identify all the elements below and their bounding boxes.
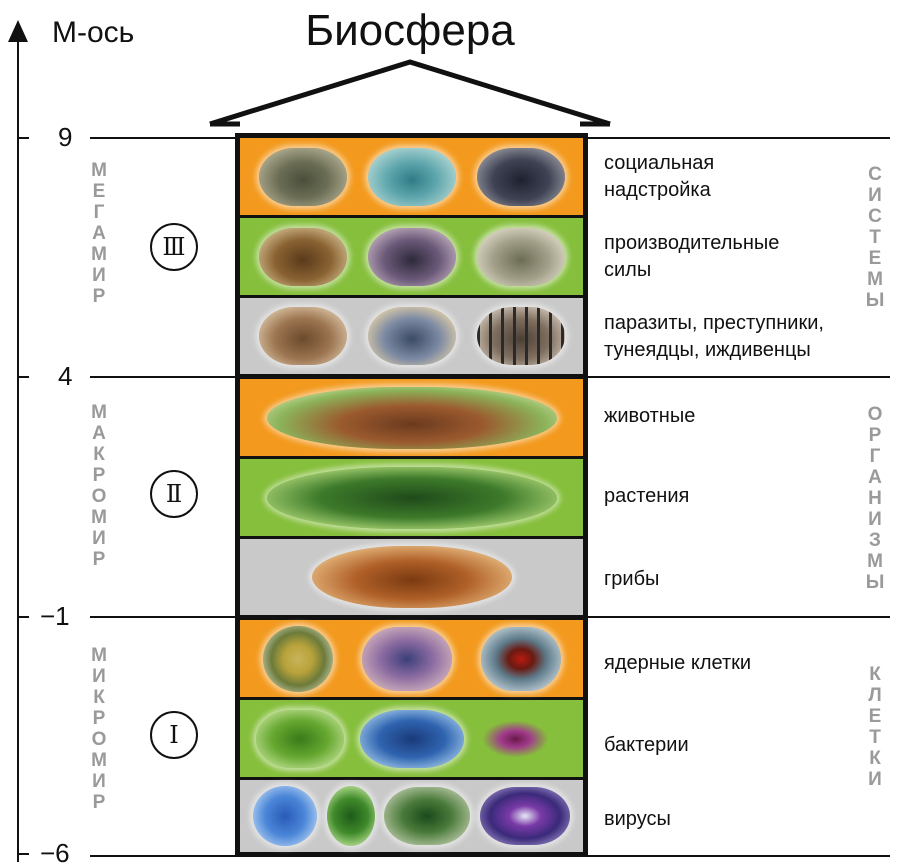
cows-image [266, 386, 557, 449]
animal-cell-image [361, 626, 452, 691]
floor-parasites [240, 298, 583, 379]
floor-bacteria [240, 700, 583, 780]
level-numeral-2: Ⅱ [150, 470, 198, 518]
blue-virus-image [252, 786, 317, 846]
floor-nuclear-cells [240, 620, 583, 700]
blue-bacilli-image [360, 709, 465, 768]
level-label-plants: растения [604, 485, 690, 507]
phage-image [384, 787, 471, 845]
level-label-viruses: вирусы [604, 808, 671, 830]
level-label-bacteria: бактерии [604, 734, 689, 756]
factory-image [367, 227, 456, 286]
tick-mark [17, 853, 29, 855]
page-title: Биосфера [305, 6, 515, 55]
purple-virus-image [480, 787, 571, 845]
horse-plowing-image [258, 227, 347, 286]
tick-label: 4 [58, 361, 73, 391]
audience-image [476, 147, 565, 206]
flagellated-bacterium-image [480, 709, 567, 768]
green-bacteria-image [256, 709, 345, 768]
level-numeral-3: Ⅲ [150, 223, 198, 271]
surgeons-image [367, 147, 456, 206]
level-numeral-1: Ⅰ [150, 711, 198, 759]
floor-productive-forces [240, 218, 583, 298]
tick-label: 9 [58, 122, 73, 152]
floor-plants [240, 459, 583, 539]
level-label-parasites: паразиты, преступники, тунеядцы, иждивен… [604, 312, 824, 361]
m-axis-arrow [8, 20, 28, 42]
beggar-image [258, 307, 347, 365]
plant-cell-image [262, 625, 333, 692]
sheep-flock-image [476, 227, 565, 286]
tick-mark [17, 376, 29, 378]
m-axis-line [17, 30, 19, 862]
tick-label: −1 [40, 601, 70, 631]
green-virus-image [326, 786, 375, 846]
tick-mark [17, 137, 29, 139]
roof-outline [209, 59, 611, 127]
prisoners-image [476, 307, 565, 365]
level-label-animals: животные [604, 405, 696, 427]
soldiers-image [258, 147, 347, 206]
level-label-productive: производительные силы [604, 232, 780, 281]
level-label-fungi: грибы [604, 568, 660, 590]
level-label-social: социальная надстройка [604, 152, 715, 201]
lazy-man-image [367, 307, 456, 365]
floor-animals [240, 379, 583, 459]
floor-social-superstructure [240, 138, 583, 218]
mushrooms-image [311, 546, 512, 608]
biosphere-building [235, 133, 588, 857]
forest-image [266, 466, 557, 529]
tick-mark [17, 616, 29, 618]
red-nucleus-cell-image [480, 626, 561, 691]
floor-fungi [240, 539, 583, 620]
level-label-nuclear-cells: ядерные клетки [604, 652, 752, 674]
tick-label: −6 [40, 838, 70, 868]
floor-viruses [240, 780, 583, 852]
axis-title: М-ось [52, 16, 135, 49]
